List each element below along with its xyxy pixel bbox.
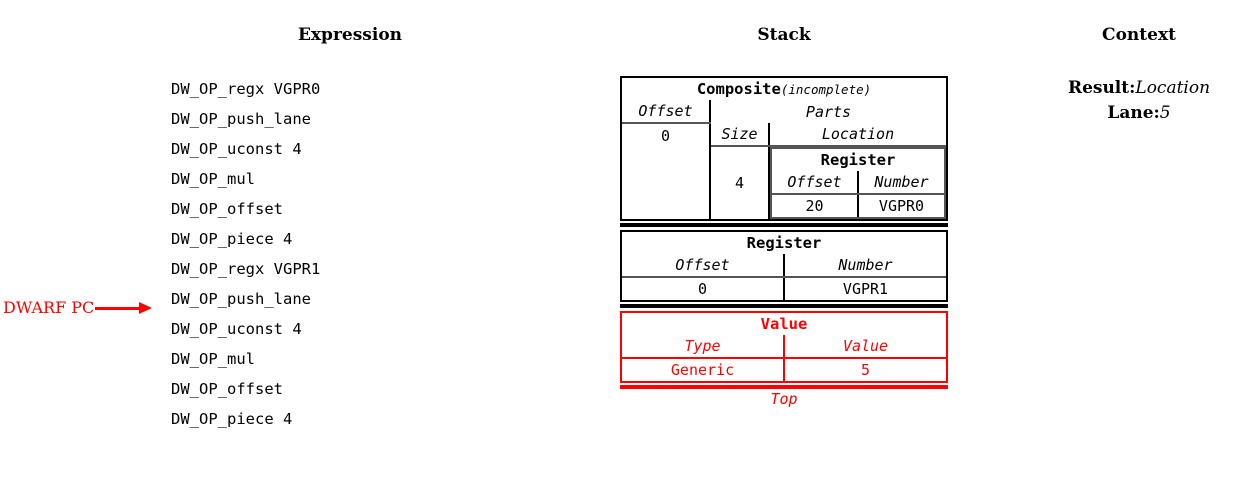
nested-register-number-value: VGPR0 <box>878 197 925 215</box>
stack-top-label: Top <box>770 390 798 408</box>
expression-line: DW_OP_mul <box>171 170 255 188</box>
expression-line: DW_OP_piece 4 <box>171 410 293 428</box>
stack-separator <box>620 223 948 227</box>
nested-register-offset-header: Offset <box>772 171 859 195</box>
context-result-key: Result: <box>1067 78 1136 98</box>
column-header-context: Context <box>1102 25 1176 45</box>
nested-register-offset-value: 20 <box>772 194 859 217</box>
register-offset-header: Offset <box>622 254 785 278</box>
register-offset-value: 0 <box>622 277 785 300</box>
composite-part-row: 4 Register Offset <box>622 146 947 219</box>
column-header-stack: Stack <box>757 25 811 45</box>
expression-line: DW_OP_piece 4 <box>171 230 293 248</box>
nested-register-value-row: 20 VGPR0 <box>772 194 944 217</box>
register-value-row: 0 VGPR1 <box>622 277 946 300</box>
register-title: Register <box>746 234 822 252</box>
context-result-value: Location <box>1135 78 1211 98</box>
composite-header-row: Offset Parts <box>622 100 946 124</box>
context-lane-value: 5 <box>1159 103 1171 123</box>
stack-entry-composite: Composite(incomplete) Offset Parts 0 Siz… <box>620 76 948 221</box>
value-value-row: Generic 5 <box>622 358 946 381</box>
register-number-value: VGPR1 <box>842 280 889 298</box>
composite-part-location: Register Offset Number 20 VGPR0 <box>769 146 947 219</box>
composite-parts-header: Parts <box>805 102 852 121</box>
register-header-row: Offset Number <box>622 254 946 278</box>
expression-line: DW_OP_uconst 4 <box>171 140 302 158</box>
expression-line: DW_OP_mul <box>171 350 255 368</box>
composite-part-size: 4 <box>710 146 770 219</box>
register-number-header: Number <box>784 254 946 278</box>
nested-register-box: Register Offset Number 20 VGPR0 <box>770 147 947 219</box>
dwarf-pc-label: DWARF PC <box>3 298 95 317</box>
stack-entry-register: Register Offset Number 0 VGPR1 <box>620 230 948 302</box>
context-row-result: Result:Location <box>1019 76 1241 101</box>
context-row-lane: Lane:5 <box>1019 101 1241 126</box>
expression-line: DW_OP_uconst 4 <box>171 320 302 338</box>
dwarf-pc-marker: DWARF PC <box>3 298 155 318</box>
composite-subheader-row: 0 Size Location <box>622 123 947 219</box>
nested-register-number-header: Number <box>858 171 945 195</box>
nested-register-header-row: Offset Number <box>772 171 945 195</box>
value-value-header: Value <box>784 335 946 359</box>
composite-title-cell: Composite(incomplete) <box>622 78 946 100</box>
context-lane-key: Lane: <box>1107 103 1160 123</box>
composite-offset-value: 0 <box>622 123 711 219</box>
expression-line: DW_OP_regx VGPR1 <box>171 260 321 278</box>
value-title: Value <box>760 315 808 333</box>
value-type-header: Type <box>622 335 785 359</box>
value-header-row: Type Value <box>622 335 946 359</box>
value-type-value: Generic <box>622 358 785 381</box>
nested-register-title-row: Register <box>772 149 944 171</box>
stack-area: Composite(incomplete) Offset Parts 0 Siz… <box>620 76 948 408</box>
context-block: Result:Location Lane:5 <box>1019 76 1241 126</box>
composite-title-suffix: (incomplete) <box>780 82 872 97</box>
register-title-row: Register <box>622 232 946 254</box>
composite-title-row: Composite(incomplete) <box>622 78 946 100</box>
expression-list: DW_OP_regx VGPR0 DW_OP_push_lane DW_OP_u… <box>171 74 320 434</box>
stack-bottom-rule <box>620 385 948 389</box>
column-header-expression: Expression <box>297 25 403 45</box>
expression-line: DW_OP_offset <box>171 200 283 218</box>
stack-entry-value: Value Type Value Generic 5 <box>620 311 948 383</box>
expression-line: DW_OP_push_lane <box>171 110 311 128</box>
value-value-value: 5 <box>860 361 871 379</box>
composite-offset-header: Offset <box>622 100 711 124</box>
expression-line: DW_OP_offset <box>171 380 283 398</box>
composite-size-header: Size <box>710 123 770 147</box>
arrow-right-icon <box>95 302 155 314</box>
composite-title: Composite <box>696 80 781 98</box>
expression-line: DW_OP_regx VGPR0 <box>171 80 321 98</box>
value-title-row: Value <box>622 313 946 335</box>
nested-register-title: Register <box>820 151 896 169</box>
expression-line: DW_OP_push_lane <box>171 290 311 308</box>
composite-location-header: Location <box>769 123 947 147</box>
stack-separator <box>620 304 948 308</box>
